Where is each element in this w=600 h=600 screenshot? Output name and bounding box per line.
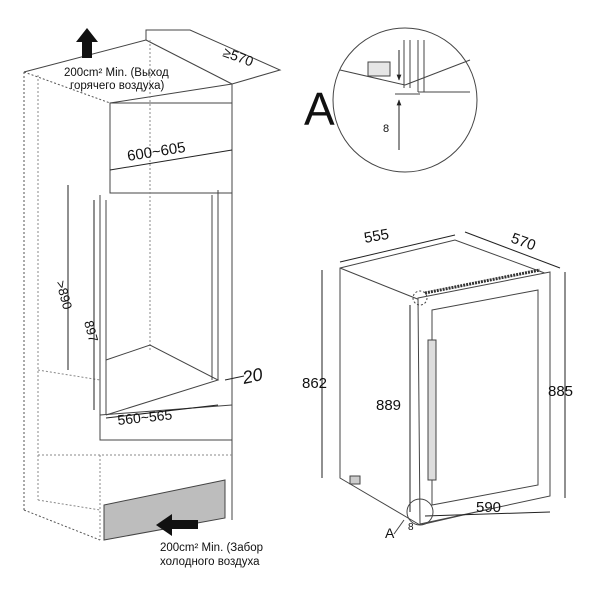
niche-gap-label: 20 (240, 364, 265, 388)
niche-inner-height-label: 897 (81, 319, 101, 344)
niche-height-label: >890 (53, 279, 75, 311)
appliance-door-width-label: 590 (476, 499, 501, 516)
appliance-door-height-label: 889 (376, 397, 401, 414)
appliance-drawing (321, 231, 566, 535)
niche-depth-label: ≥570 (221, 44, 256, 70)
appliance-width-label: 555 (363, 226, 391, 247)
bottom-vent-line2: холодного воздуха (160, 556, 260, 568)
niche-bottom-width-label: 560~565 (117, 406, 173, 428)
niche-drawing (23, 29, 282, 541)
detail-a-circle (332, 27, 478, 173)
intake-grille (103, 479, 226, 541)
up-arrow-icon (76, 28, 98, 58)
top-vent-line1: 200cm² Min. (Выход (64, 67, 169, 79)
detail-a-offset: 8 (383, 123, 389, 135)
top-vent-line2: горячего воздуха) (70, 80, 164, 92)
appliance-callout-label: A (385, 525, 395, 541)
left-arrow-icon (156, 514, 198, 536)
bottom-vent-line1: 200cm² Min. (Забор (160, 542, 263, 554)
niche-width-label: 600~605 (126, 139, 187, 165)
detail-a-label: A (304, 83, 335, 135)
appliance-body-height-label: 862 (302, 375, 327, 392)
appliance-total-height-label: 885 (548, 383, 573, 400)
appliance-callout-offset: 8 (408, 522, 414, 533)
